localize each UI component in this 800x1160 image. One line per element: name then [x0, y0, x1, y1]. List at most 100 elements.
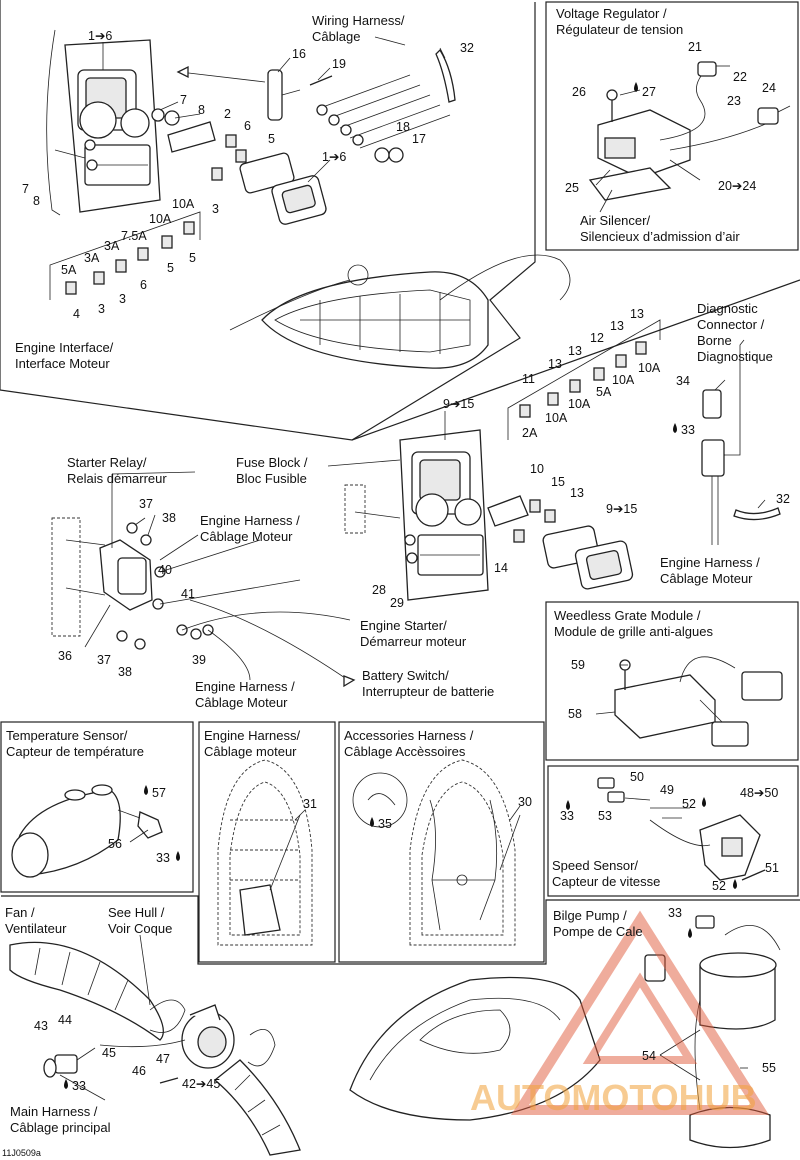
callout: 36: [58, 649, 72, 663]
callout: 1➔6: [88, 29, 112, 43]
panel-frames: [0, 0, 800, 965]
callout: 42➔45: [182, 1077, 220, 1091]
callout: 20➔24: [718, 179, 756, 193]
callout: 52: [712, 879, 726, 893]
callout: 17: [412, 132, 426, 146]
callout: 43: [34, 1019, 48, 1033]
drop-icon: [370, 817, 374, 827]
leader-lines: [59, 36, 766, 1101]
callout: 34: [676, 374, 690, 388]
callout: 47: [156, 1052, 170, 1066]
label-voltage-regulator: Voltage Regulator /Régulateur de tension: [556, 6, 683, 37]
temperature-sensor-assembly: [11, 784, 163, 878]
callout: 10A: [545, 411, 568, 425]
sealant-drop-icons: [64, 82, 737, 1089]
label-battery-switch: Battery Switch/Interrupteur de batterie: [362, 668, 494, 699]
weedless-grate-module: [614, 656, 783, 747]
callout: 13: [568, 344, 582, 358]
drop-icon: [673, 423, 677, 433]
accessories-harness-hull: [352, 759, 521, 946]
callout: 22: [733, 70, 747, 84]
label-air-silencer: Air Silencer/Silencieux d’admission d’ai…: [580, 213, 740, 244]
callout: 37: [139, 497, 153, 511]
callout: 32: [460, 41, 474, 55]
speed-sensor-assembly: [597, 777, 766, 881]
callout: 48➔50: [740, 786, 778, 800]
callout: 52: [682, 797, 696, 811]
callout: 3: [212, 202, 219, 216]
callout: 46: [132, 1064, 146, 1078]
callout: 12: [590, 331, 604, 345]
callout: 33: [560, 809, 574, 823]
callout: 6: [140, 278, 147, 292]
label-engine-harness-box: Engine Harness/Câblage moteur: [204, 728, 300, 759]
label-starter-relay: Starter Relay/Relais démarreur: [67, 455, 167, 486]
callout: 33: [681, 423, 695, 437]
callout: 27: [642, 85, 656, 99]
callout: 25: [565, 181, 579, 195]
callout: 5: [167, 261, 174, 275]
callout: 13: [570, 486, 584, 500]
callout: 28: [372, 583, 386, 597]
callout: 7: [22, 182, 29, 196]
callout: 11: [522, 372, 535, 386]
label-engine-starter: Engine Starter/Démarreur moteur: [360, 618, 467, 649]
label-engine-harness-top: Engine Harness /Câblage Moteur: [200, 513, 300, 544]
drop-icon: [634, 82, 638, 92]
callout: 16: [292, 47, 306, 61]
label-weedless-grate: Weedless Grate Module /Module de grille …: [554, 608, 713, 639]
callout: 53: [598, 809, 612, 823]
callout: 26: [572, 85, 586, 99]
boat-hull-top-view: [229, 254, 571, 369]
callout: 7.5A: [121, 229, 147, 243]
callout: 1➔6: [322, 150, 346, 164]
callout: 41: [181, 587, 195, 601]
drop-icon: [176, 851, 180, 861]
callout: 19: [332, 57, 346, 71]
callout: 51: [765, 861, 779, 875]
drop-icon: [144, 785, 148, 795]
callout: 39: [192, 653, 206, 667]
starter-relay-assembly: [51, 517, 356, 688]
callout: 9➔15: [606, 502, 637, 516]
callout: 33: [156, 851, 170, 865]
callout: 40: [158, 563, 172, 577]
engine-harness-hull: [217, 759, 313, 946]
callout: 38: [162, 511, 176, 525]
callout: 21: [688, 40, 702, 54]
callout: 5: [268, 132, 275, 146]
callout: 7: [180, 93, 187, 107]
fuse-block-assembly: [344, 319, 781, 601]
callout: 2A: [522, 426, 538, 440]
callout: 37: [97, 653, 111, 667]
callout: 59: [571, 658, 585, 672]
callout: 9➔15: [443, 397, 474, 411]
callout: 23: [727, 94, 741, 108]
callout: 13: [610, 319, 624, 333]
callout: 58: [568, 707, 582, 721]
callout: 55: [762, 1061, 776, 1075]
callout: 14: [494, 561, 508, 575]
label-speed-sensor: Speed Sensor/Capteur de vitesse: [552, 858, 660, 889]
label-wiring-harness: Wiring Harness/Câblage: [312, 13, 405, 44]
callout: 10A: [612, 373, 635, 387]
callout: 54: [642, 1049, 656, 1063]
label-bilge-pump: Bilge Pump /Pompe de Cale: [553, 908, 643, 939]
callout: 29: [390, 596, 404, 610]
callout: 5: [189, 251, 196, 265]
callout-numbers: 1➔6 16 19 32 7 8 2 6 5 18 17 1➔6 7 8 3 1…: [22, 29, 790, 1093]
label-engine-harness-right: Engine Harness /Câblage Moteur: [660, 555, 760, 586]
callout: 33: [72, 1079, 86, 1093]
callout: 3: [119, 292, 126, 306]
callout: 56: [108, 837, 122, 851]
callout: 10A: [638, 361, 661, 375]
callout: 33: [668, 906, 682, 920]
labels: Wiring Harness/Câblage Voltage Regulator…: [2, 6, 773, 1158]
drop-icon: [733, 879, 737, 889]
callout: 32: [776, 492, 790, 506]
callout: 13: [630, 307, 644, 321]
callout: 45: [102, 1046, 116, 1060]
callout: 10A: [172, 197, 195, 211]
drop-icon: [566, 800, 570, 810]
